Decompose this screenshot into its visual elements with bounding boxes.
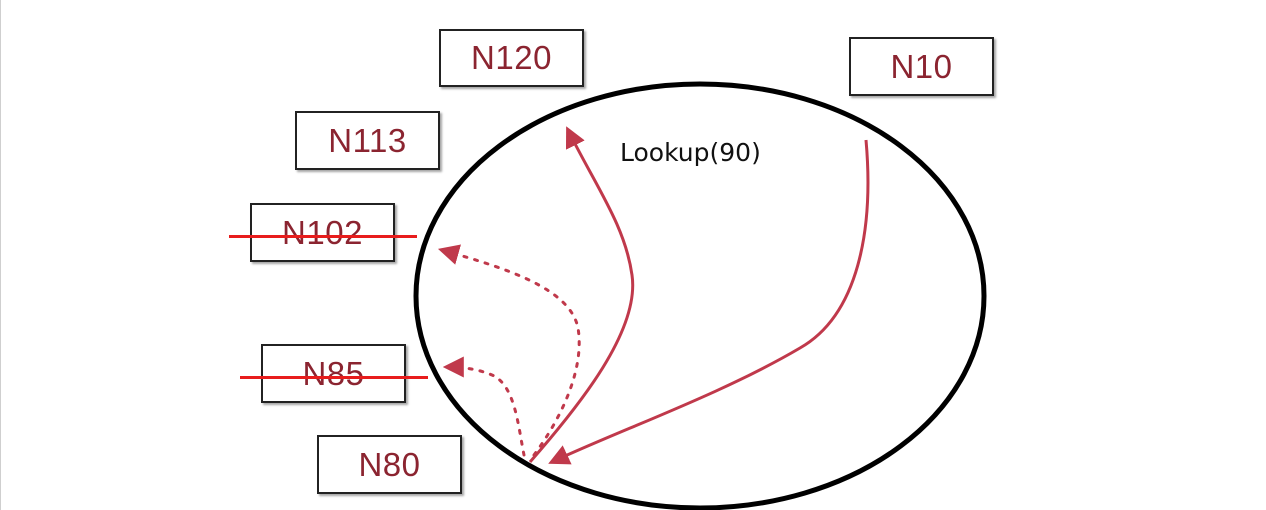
node-label-n120: N120 (471, 39, 552, 76)
edge-n80-to-n102 (437, 244, 581, 457)
edge-n80-to-n85 (442, 356, 526, 457)
node-label-n80: N80 (358, 445, 421, 483)
failed-strike-n102 (229, 235, 417, 238)
node-n80: N80 (317, 435, 462, 494)
edge-n10-to-n80 (548, 139, 870, 465)
node-n113: N113 (295, 111, 440, 170)
node-label-n85: N85 (302, 354, 365, 392)
edge-n80-to-n120 (528, 126, 635, 463)
node-n10: N10 (849, 37, 994, 96)
node-label-n10: N10 (890, 47, 953, 85)
chord-ring (413, 81, 987, 510)
node-label-n102: N102 (282, 213, 363, 251)
node-label-n113: N113 (328, 121, 407, 159)
lookup-label: Lookup(90) (620, 138, 761, 167)
failed-strike-n85 (240, 376, 428, 379)
node-n120: N120 (439, 29, 584, 87)
node-n102: N102 (250, 203, 395, 262)
node-n85: N85 (261, 344, 406, 403)
page-edge (0, 0, 1, 510)
